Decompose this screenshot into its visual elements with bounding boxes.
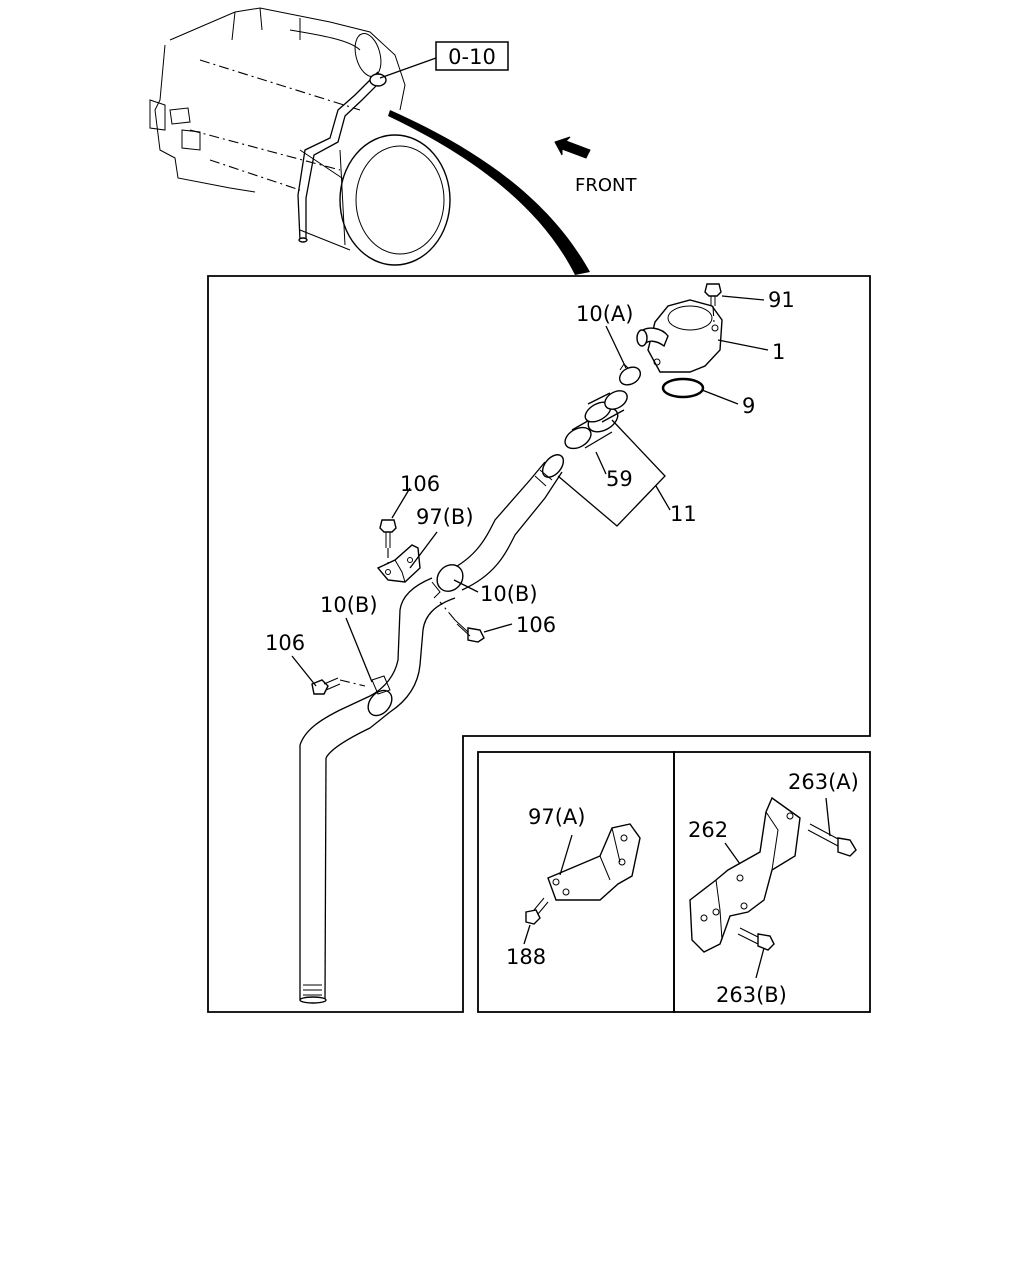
detail-pointer-arc [388, 110, 590, 275]
clip-10b-right [431, 564, 464, 599]
callout-10b-left: 10(B) [320, 593, 378, 617]
callout-106-left: 106 [265, 631, 305, 655]
bolt-91 [704, 283, 722, 323]
bolt-106-left [311, 677, 366, 695]
inset-frames [477, 751, 871, 1013]
o-ring-9 [661, 377, 705, 399]
bolt-263a [807, 797, 857, 857]
guide-tube [299, 454, 565, 1004]
callout-1: 1 [772, 340, 785, 364]
callout-91: 91 [768, 288, 795, 312]
callout-262: 262 [688, 818, 728, 842]
callout-97b: 97(B) [416, 505, 474, 529]
callout-188: 188 [506, 945, 546, 969]
bolt-188 [523, 897, 549, 945]
bracket-97a [547, 823, 641, 901]
front-direction: FRONT [554, 136, 637, 196]
bolt-106-top [379, 519, 397, 565]
housing-1 [636, 299, 723, 373]
callout-106-right: 106 [516, 613, 556, 637]
callout-263a: 263(A) [788, 770, 859, 794]
callout-59: 59 [606, 467, 633, 491]
callout-10b-right: 10(B) [480, 582, 538, 606]
callout-263b: 263(B) [716, 983, 787, 1007]
bracket-262 [689, 796, 801, 953]
engine-overview [149, 7, 451, 266]
front-arrow-icon [554, 136, 591, 159]
bolt-106-right [439, 601, 485, 643]
callout-labels: 91 1 9 10(A) 59 11 106 97(B) 10(B) 106 1… [265, 288, 859, 1007]
callout-106-top: 106 [400, 472, 440, 496]
callout-97a: 97(A) [528, 805, 585, 829]
bracket-97b [376, 544, 421, 583]
hose-59 [564, 390, 628, 450]
front-label: FRONT [575, 175, 637, 196]
leader-lines [291, 295, 769, 687]
callout-10a: 10(A) [576, 302, 633, 326]
callout-9: 9 [742, 394, 755, 418]
callout-11: 11 [670, 502, 697, 526]
clamp-10a [618, 363, 642, 386]
bolt-263b [737, 927, 775, 979]
main-detail-frame [207, 275, 871, 1013]
clip-10b-left [367, 675, 393, 717]
reference-tag-text: 0-10 [448, 45, 496, 69]
reference-tag: 0-10 [435, 41, 509, 71]
